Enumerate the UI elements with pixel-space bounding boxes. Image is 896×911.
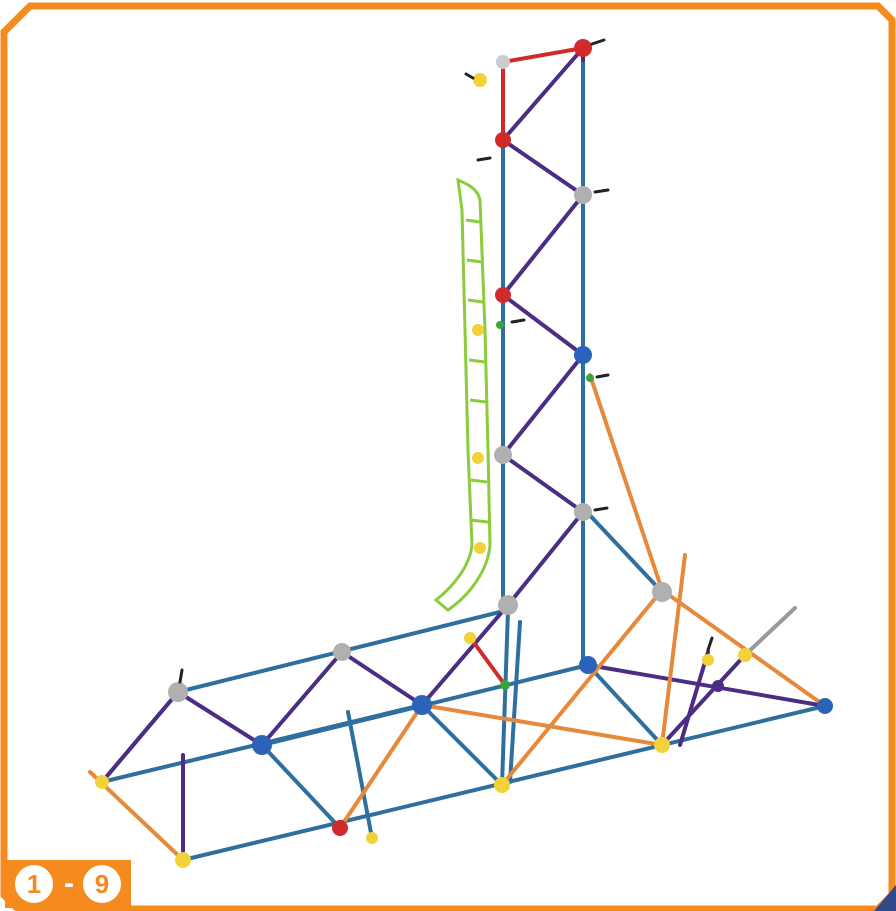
end-caps: [178, 38, 714, 684]
connectors: [95, 39, 833, 868]
step-major-number: 1: [15, 865, 53, 903]
red-rods: [470, 46, 585, 687]
purple-rods: [100, 46, 827, 862]
green-track: [433, 177, 492, 612]
gray-rod: [743, 606, 797, 657]
step-separator: -: [64, 867, 74, 900]
blue-rods: [100, 46, 827, 862]
orange-rods: [88, 373, 827, 862]
step-badge: 1 - 9: [5, 860, 131, 908]
corner-tab: [874, 885, 896, 911]
step-minor-number: 9: [83, 865, 121, 903]
